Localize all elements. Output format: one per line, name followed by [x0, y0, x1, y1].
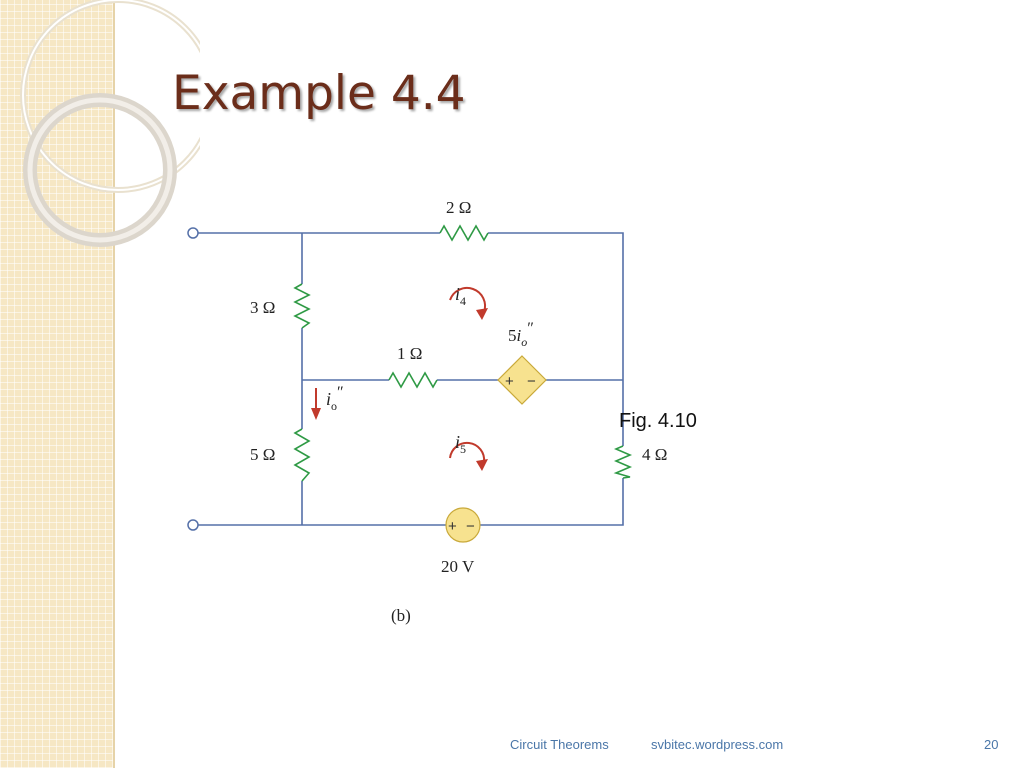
- dependent-source-plus: +: [505, 373, 514, 390]
- label-i5: i5: [455, 432, 466, 456]
- figure-label: Fig. 4.10: [619, 410, 697, 432]
- mesh-arrow-i4-head: [476, 308, 488, 320]
- slide-title: Example 4.4: [172, 66, 466, 121]
- label-5-ohm: 5 Ω: [250, 445, 275, 464]
- resistor-4-ohm: [613, 445, 633, 479]
- label-3-ohm: 3 Ω: [250, 298, 275, 317]
- resistor-3-ohm: [293, 283, 311, 329]
- label-1-ohm: 1 Ω: [397, 344, 422, 363]
- label-4-ohm: 4 Ω: [642, 445, 667, 464]
- voltage-source-minus: −: [466, 518, 475, 535]
- dependent-source-minus: −: [527, 373, 536, 390]
- footer-site: svbitec.wordpress.com: [651, 737, 784, 752]
- footer-page-number: 20: [984, 737, 999, 752]
- terminal-top: [187, 227, 199, 239]
- dependent-voltage-source: [497, 355, 547, 405]
- mesh-arrow-i4: [449, 287, 487, 313]
- label-dependent-source-coef: 5: [508, 326, 517, 345]
- label-dependent-source-subscript: o: [521, 335, 527, 349]
- mesh-arrow-i5-head: [476, 459, 488, 471]
- resistor-2-ohm: [439, 224, 489, 242]
- label-20-v: 20 V: [441, 557, 475, 576]
- wire-outer-loop: [198, 232, 624, 526]
- resistor-5-ohm: [293, 428, 311, 482]
- ring-outer-highlight: [22, 0, 200, 191]
- terminal-bottom: [187, 519, 199, 531]
- label-2-ohm: 2 Ω: [446, 198, 471, 217]
- label-i5-subscript: 5: [460, 442, 466, 456]
- branch-arrow-io-head: [311, 408, 321, 420]
- voltage-source-plus: +: [448, 518, 457, 535]
- subfigure-label: (b): [391, 606, 411, 625]
- voltage-source-20v: [445, 507, 481, 543]
- decorative-rings: [20, 0, 200, 247]
- ring-inner-highlight: [27, 97, 173, 243]
- resistor-1-ohm: [388, 371, 438, 389]
- label-io: io″: [326, 384, 344, 413]
- label-dependent-source: 5io″: [508, 320, 534, 349]
- label-i4-subscript: 4: [460, 294, 466, 308]
- label-i4: i4: [455, 284, 466, 308]
- footer-title: Circuit Theorems: [510, 737, 609, 752]
- mesh-arrow-i5: [449, 441, 486, 463]
- sidebar-edge: [113, 0, 115, 768]
- label-io-subscript: o: [331, 399, 337, 413]
- decorative-sidebar: [0, 0, 113, 768]
